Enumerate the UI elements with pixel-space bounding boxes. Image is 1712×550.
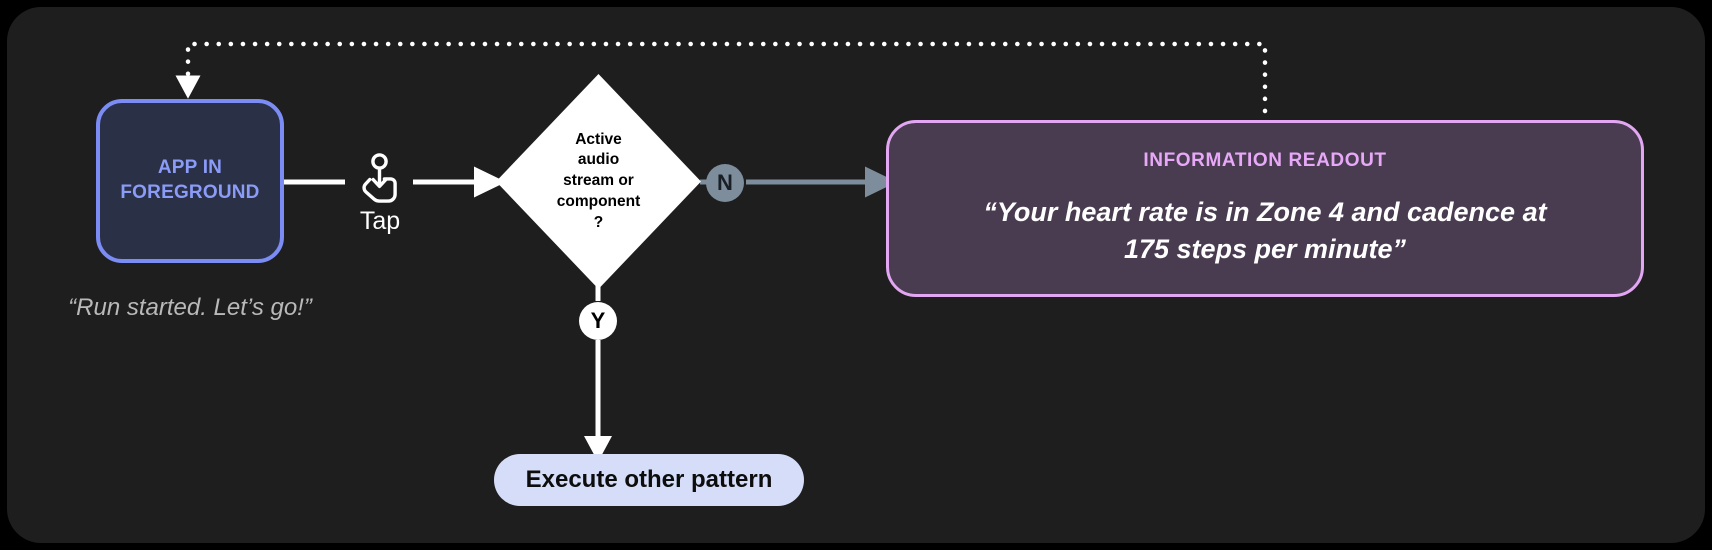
node-execute-other-pattern[interactable]: Execute other pattern: [494, 454, 804, 506]
node-app-in-foreground[interactable]: APP IN FOREGROUND: [96, 99, 284, 263]
readout-body: “Your heart rate is in Zone 4 and cadenc…: [983, 196, 1547, 264]
node-decision-audio-stream[interactable]: Active audio stream or component ?: [496, 74, 701, 289]
connector-feedback-loop: [175, 41, 1268, 114]
decision-label: Active audio stream or component ?: [556, 130, 641, 231]
app-node-caption: “Run started. Let’s go!”: [68, 294, 312, 321]
badge-no: N: [706, 164, 744, 202]
readout-title: INFORMATION READOUT: [1143, 149, 1387, 171]
node-information-readout[interactable]: INFORMATION READOUT “Your heart rate is …: [886, 120, 1644, 297]
gesture-tap-label: Tap: [359, 207, 401, 235]
execute-other-pattern-label: Execute other pattern: [525, 466, 773, 493]
tap-hand-icon: [362, 153, 397, 203]
badge-yes: Y: [579, 302, 617, 340]
diagram-canvas: APP IN FOREGROUND “Run started. Let’s go…: [7, 7, 1705, 543]
gesture-tap: Tap: [347, 153, 413, 234]
app-node-label: APP IN FOREGROUND: [120, 157, 260, 203]
